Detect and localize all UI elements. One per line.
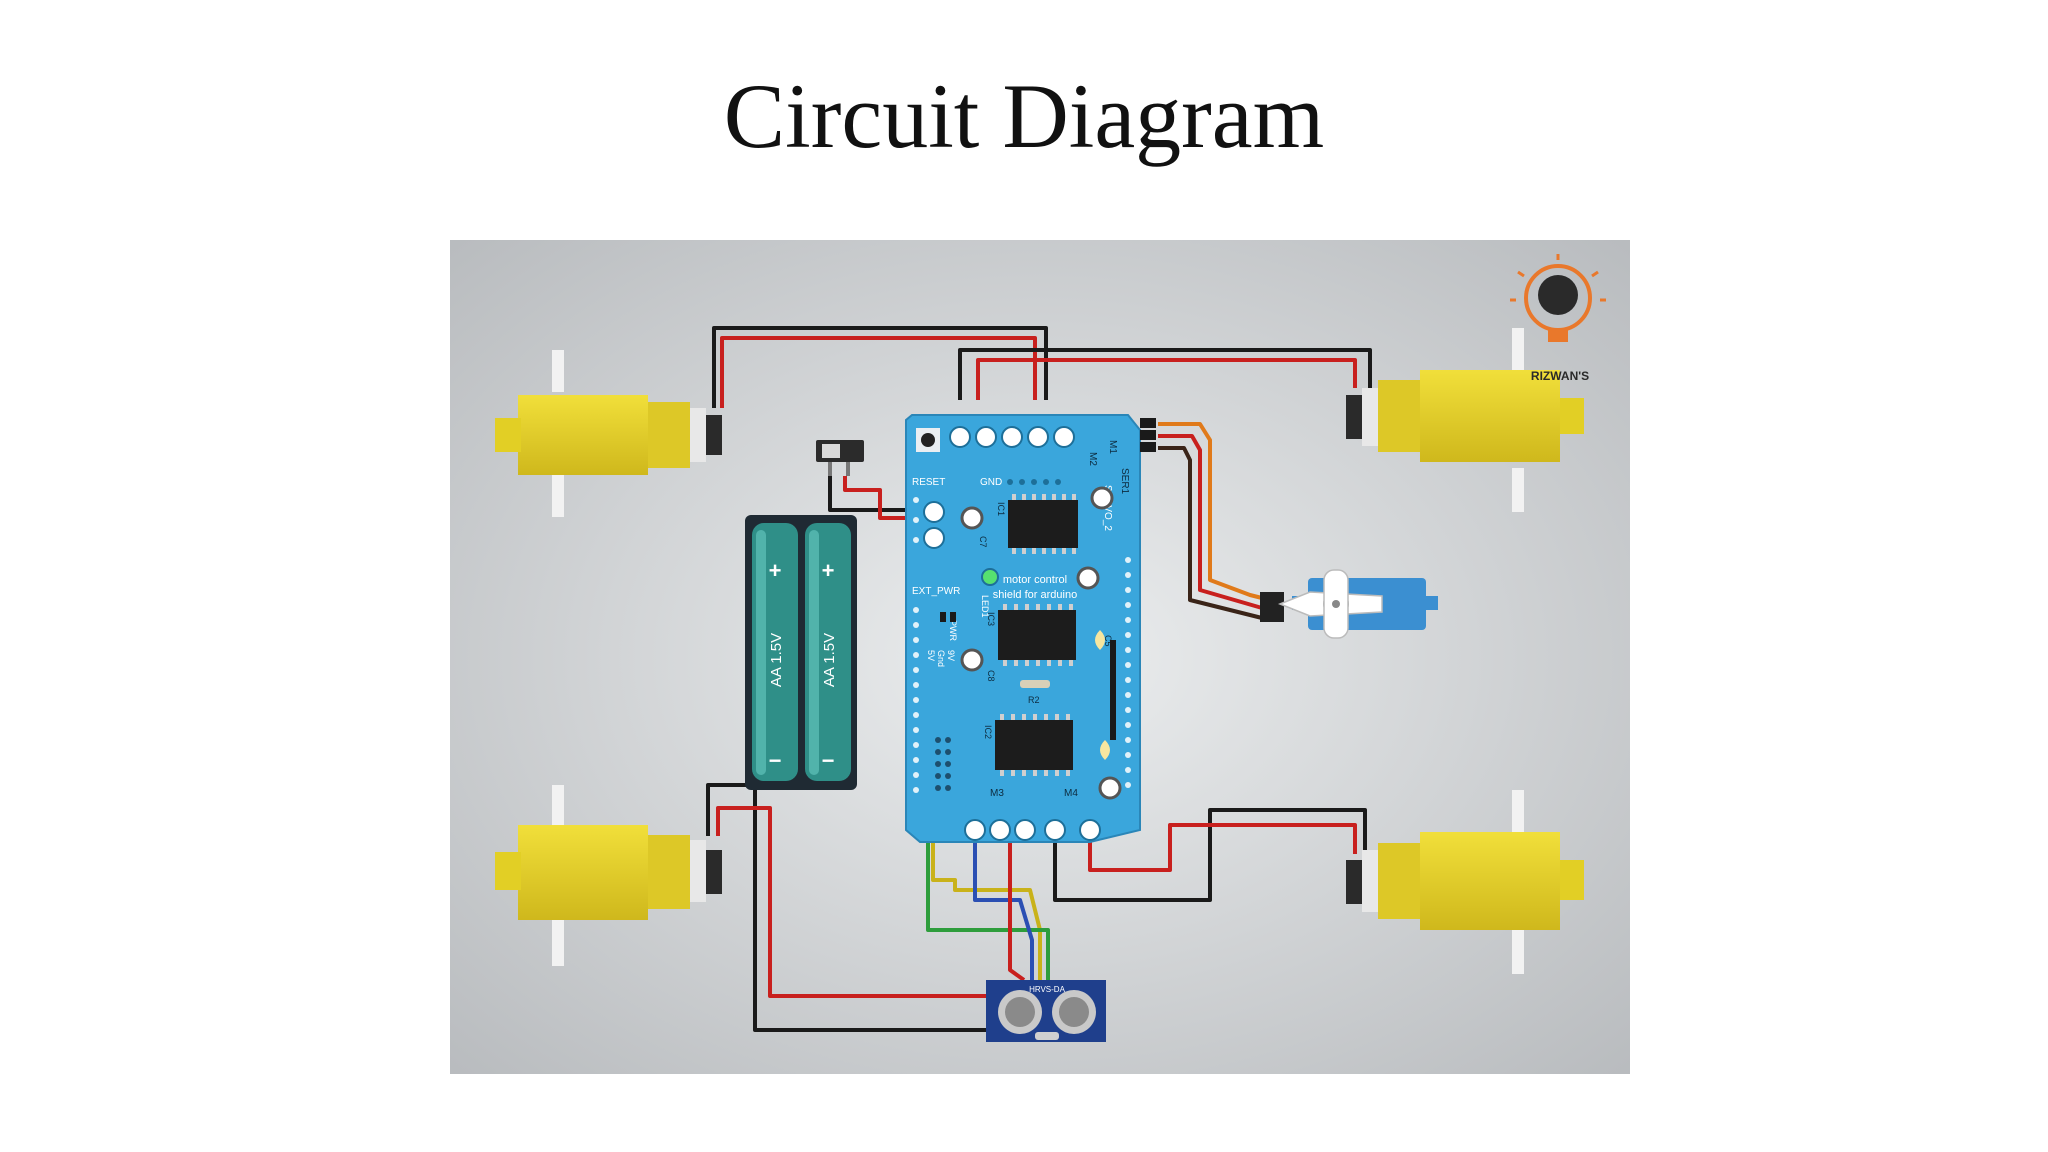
circuit-diagram-image: + − AA 1.5V + − AA 1.5V M2 M1 RESET GND xyxy=(450,240,1630,1074)
label-5v: 5V xyxy=(926,650,936,661)
header-strip xyxy=(1110,640,1116,740)
label-led1: LED1 xyxy=(980,595,990,618)
battery-right-label: AA 1.5V xyxy=(821,633,838,687)
resistor-r2 xyxy=(1020,680,1050,688)
chip-ic1 xyxy=(1008,494,1078,554)
label-c5: C5 xyxy=(1103,635,1113,647)
wire-orange-servo xyxy=(1158,422,1263,600)
label-m1: M1 xyxy=(1107,440,1118,454)
label-gnd: GND xyxy=(980,477,1002,488)
label-ext-pwr: EXT_PWR xyxy=(912,586,960,597)
chip-ic2 xyxy=(998,604,1076,666)
wire-black-top-left xyxy=(712,326,1048,408)
led1 xyxy=(981,568,999,586)
label-c7: C7 xyxy=(978,536,988,548)
capacitor-c5 xyxy=(1095,630,1105,650)
terminals-bottom xyxy=(964,819,1101,841)
label-9v: 9V xyxy=(946,650,956,661)
capacitor-c8 xyxy=(960,648,984,672)
slide-title: Circuit Diagram xyxy=(723,65,1325,167)
label-motor-control: motor control xyxy=(1003,574,1067,586)
label-servo2: SERVO_2 xyxy=(1102,485,1113,531)
capacitor-c6b xyxy=(1100,740,1110,760)
battery-left: + − AA 1.5V xyxy=(752,523,798,781)
capacitor-c5b xyxy=(1098,776,1122,800)
wire-red-servo xyxy=(1158,434,1263,610)
label-shield-for-arduino: shield for arduino xyxy=(993,589,1077,601)
servo-motor xyxy=(1260,569,1438,639)
battery-left-label: AA 1.5V xyxy=(768,633,785,687)
label-reset: RESET xyxy=(912,477,945,488)
wire-brown-servo xyxy=(1158,446,1263,620)
label-c8: C8 xyxy=(986,670,996,682)
label-r2: R2 xyxy=(1028,695,1040,705)
battery-right-plus: + xyxy=(822,558,835,583)
battery-right: + − AA 1.5V xyxy=(805,523,851,781)
pin-columns-right xyxy=(1125,557,1131,788)
label-ic2: IC2 xyxy=(983,725,993,739)
motor-shield: M2 M1 RESET GND SER1 SERVO_2 EXT_PWR IC1… xyxy=(905,414,1156,843)
capacitor-c6 xyxy=(1090,486,1114,510)
power-switch xyxy=(816,440,864,476)
ultrasonic-sensor: HRVS-DA xyxy=(986,980,1106,1042)
brand-logo: RIZWAN'S xyxy=(1510,254,1606,383)
wire-black-top-right xyxy=(958,348,1372,400)
label-m3: M3 xyxy=(990,788,1004,799)
capacitor-c5-top xyxy=(1076,566,1100,590)
chip-ic2-bottom xyxy=(995,714,1073,776)
motor-bottom-left xyxy=(495,785,722,966)
motor-bottom-right xyxy=(1346,790,1584,974)
wire-red-bottom-right xyxy=(1088,823,1357,872)
wire-red-top-right xyxy=(976,358,1357,400)
label-ic3: IC3 xyxy=(986,612,996,626)
battery-left-plus: + xyxy=(769,558,782,583)
wire-blue-sensor xyxy=(973,830,1034,980)
pin-row-top xyxy=(1007,479,1061,485)
terminals-top xyxy=(949,426,1075,448)
label-pwr: PWR xyxy=(948,620,958,641)
motor-top-left xyxy=(495,350,722,517)
label-ic1: IC1 xyxy=(996,502,1006,516)
label-m4: M4 xyxy=(1064,788,1078,799)
label-gnd-pin: Gnd xyxy=(936,650,946,667)
sensor-label: HRVS-DA xyxy=(1029,985,1066,994)
battery-left-minus: − xyxy=(769,748,782,773)
pin-grid-bottom-left xyxy=(935,737,951,791)
battery-right-minus: − xyxy=(822,748,835,773)
battery-holder: + − AA 1.5V + − AA 1.5V xyxy=(745,515,857,790)
label-ser1: SER1 xyxy=(1119,468,1130,495)
servo-header xyxy=(1140,418,1156,452)
wire-red-sensor xyxy=(1008,830,1026,982)
wire-red-bottom-left xyxy=(716,806,1010,998)
logo-text: RIZWAN'S xyxy=(1531,369,1589,383)
wire-black-bottom-right xyxy=(1053,808,1367,902)
label-m2: M2 xyxy=(1087,452,1098,466)
pin-columns-left xyxy=(913,497,919,793)
terminals-left xyxy=(923,501,945,549)
capacitor-c7 xyxy=(960,506,984,530)
motor-top-right xyxy=(1346,328,1584,512)
wire-red-top-left xyxy=(720,336,1037,408)
